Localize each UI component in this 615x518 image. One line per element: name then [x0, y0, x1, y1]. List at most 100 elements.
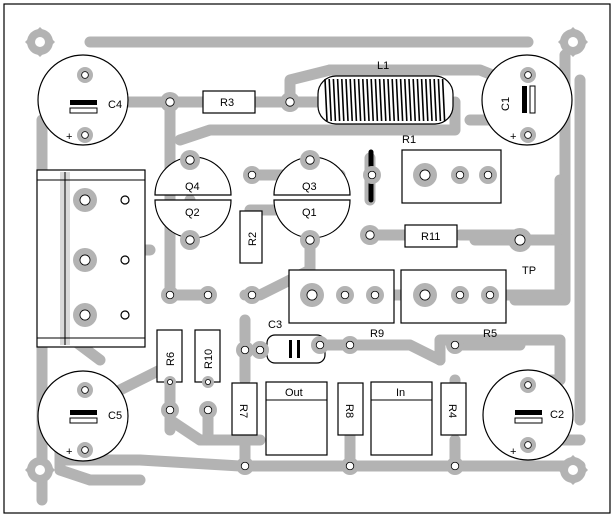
- pad-hole: [483, 170, 493, 180]
- pad-hole: [524, 131, 532, 139]
- coil-winding: [328, 78, 332, 122]
- pad-hole: [81, 131, 89, 139]
- pad-hole: [365, 230, 375, 240]
- capacitor-c4: C4 +: [37, 54, 129, 146]
- pad-hole: [205, 379, 211, 385]
- pad-hole: [165, 97, 175, 107]
- heatsink-hole: [120, 255, 130, 265]
- pad-hole: [185, 155, 195, 165]
- pad-hole: [367, 170, 377, 180]
- pad-hole: [524, 381, 532, 389]
- coil-winding: [362, 78, 366, 122]
- coil-winding: [433, 78, 437, 122]
- coil-winding: [416, 78, 421, 122]
- label-r5: R5: [483, 328, 497, 340]
- capacitor-c2: C2 +: [482, 369, 574, 461]
- capacitor-c5: C5 +: [37, 370, 129, 462]
- pad-hole: [450, 340, 460, 350]
- pad-hole: [167, 379, 173, 385]
- transistor-q2: Q2: [154, 199, 232, 239]
- inductor-l1: L1: [317, 60, 454, 125]
- resistor-r2: R2: [239, 210, 263, 264]
- label-r7: R7: [237, 404, 249, 418]
- coil-winding: [370, 78, 374, 122]
- mounting-holes: [25, 27, 588, 485]
- pad-hole: [285, 97, 295, 107]
- pad-hole: [455, 290, 465, 300]
- pad-hole: [79, 309, 91, 321]
- coil-winding: [366, 78, 370, 122]
- coil-winding: [353, 78, 358, 122]
- pad-hole: [345, 340, 355, 350]
- resistor-r7: R7: [231, 382, 258, 436]
- coil-winding: [429, 78, 433, 122]
- resistor-r6: R6: [156, 329, 183, 383]
- coil-winding: [324, 78, 328, 122]
- label-q1: Q1: [302, 207, 317, 219]
- coil-winding: [383, 78, 387, 122]
- pad-hole: [455, 170, 465, 180]
- pad-hole: [450, 461, 460, 471]
- label-c5: C5: [108, 410, 122, 422]
- pad-hole: [165, 290, 175, 300]
- pad-hole: [79, 254, 91, 266]
- coil-winding: [420, 78, 425, 122]
- label-l1: L1: [377, 60, 389, 72]
- label-in: In: [396, 387, 405, 399]
- coil-winding: [357, 78, 362, 122]
- label-c2: C2: [550, 409, 564, 421]
- coil-winding: [332, 78, 337, 122]
- resistor-r3: R3: [202, 90, 256, 114]
- mounting-hole: [568, 37, 578, 47]
- label-q4: Q4: [185, 181, 200, 193]
- pad-hole: [81, 446, 89, 454]
- transistor-q3: Q3: [273, 156, 351, 196]
- pad-hole: [185, 235, 195, 245]
- coil-winding: [349, 78, 353, 122]
- pad-hole: [203, 290, 213, 300]
- pad-hole: [255, 345, 265, 355]
- label-r1: R1: [402, 134, 416, 146]
- pad-hole: [247, 290, 257, 300]
- mounting-hole: [568, 465, 578, 475]
- mounting-hole: [35, 37, 45, 47]
- pad-hole: [514, 234, 526, 246]
- polarity-c4: +: [66, 131, 72, 143]
- coil-winding: [408, 78, 412, 122]
- pad-hole: [81, 71, 89, 79]
- coil-winding: [374, 78, 379, 122]
- pad-hole: [240, 461, 250, 471]
- coil-winding: [399, 78, 404, 122]
- coil-winding: [425, 78, 429, 122]
- coil-winding: [404, 78, 408, 122]
- transistor-q4: Q4: [154, 156, 232, 196]
- pad-hole: [240, 345, 250, 355]
- coil-winding: [395, 78, 400, 122]
- label-r3: R3: [220, 97, 234, 109]
- pad-hole: [419, 169, 431, 181]
- pad-hole: [370, 290, 380, 300]
- pad-hole: [203, 405, 213, 415]
- label-r11: R11: [421, 231, 440, 243]
- resistor-r11: R11: [404, 224, 458, 248]
- label-q2: Q2: [185, 207, 200, 219]
- capacitor-c1: C1 +: [481, 54, 573, 146]
- pad-hole: [305, 155, 315, 165]
- label-r8: R8: [343, 404, 355, 418]
- pad-hole: [345, 461, 355, 471]
- label-r10: R10: [203, 349, 215, 369]
- label-q3: Q3: [302, 181, 317, 193]
- pad-hole: [315, 340, 325, 350]
- polarity-c5: +: [66, 446, 72, 458]
- capacitor-c3: C3: [266, 319, 326, 364]
- label-c3: C3: [268, 319, 282, 331]
- polarity-c2: +: [510, 446, 516, 458]
- coil-winding: [391, 78, 395, 122]
- resistor-r4: R4: [440, 382, 467, 436]
- coil-winding: [345, 78, 349, 122]
- pad-hole: [419, 289, 431, 301]
- resistor-r8: R8: [337, 382, 364, 436]
- label-c4: C4: [108, 99, 122, 111]
- heatsink-hole: [120, 310, 130, 320]
